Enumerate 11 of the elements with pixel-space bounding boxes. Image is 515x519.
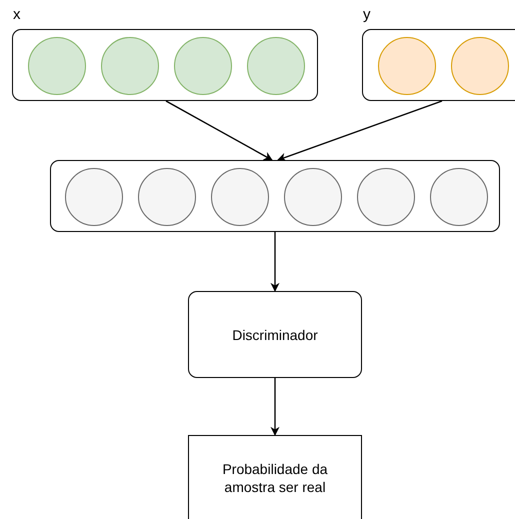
- arrow: [166, 100, 273, 161]
- process-box: [188, 435, 362, 519]
- arrow: [277, 100, 442, 162]
- box-label: Discriminador: [231, 326, 319, 344]
- layer-label: y: [363, 6, 370, 23]
- layer-box: [50, 160, 500, 232]
- arrow: [270, 378, 280, 436]
- box-label: Probabilidade da amostra ser real: [221, 460, 329, 496]
- process-box: [188, 291, 362, 378]
- arrow: [270, 232, 280, 292]
- layer-label: x: [13, 6, 20, 23]
